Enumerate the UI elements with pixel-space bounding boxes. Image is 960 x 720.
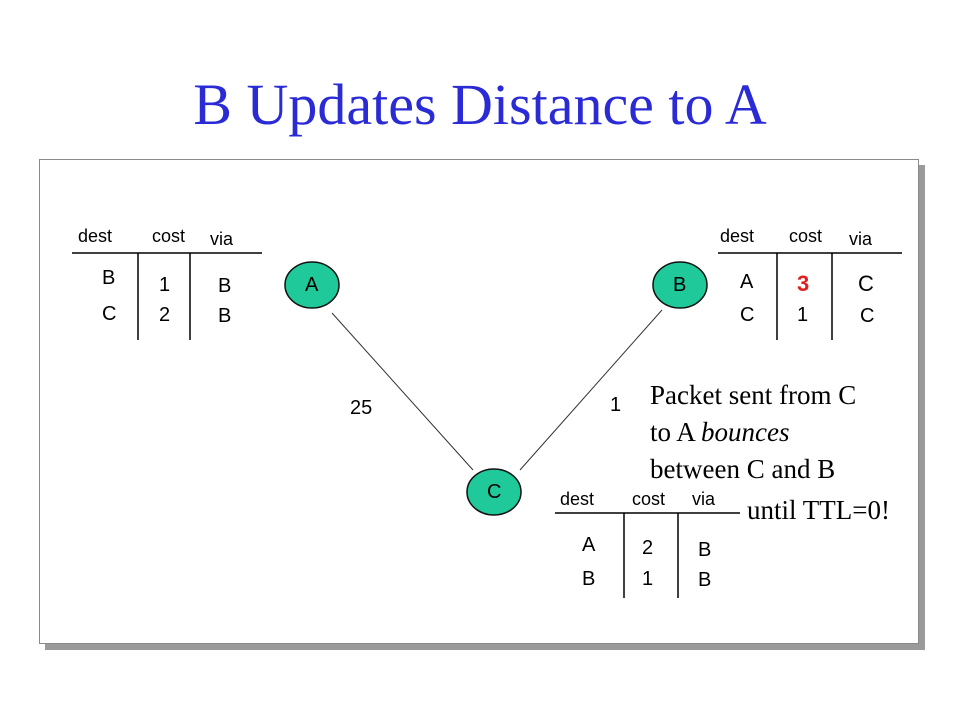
table-b-header-via: via [849, 229, 873, 249]
table-b-r1-dest: A [740, 271, 754, 293]
edge-b-c [519, 309, 663, 471]
table-c-r2-cost: 1 [642, 568, 654, 590]
table-b-r2-via: C [860, 305, 875, 327]
table-a-r1-cost: 1 [159, 274, 171, 296]
node-c-circle [466, 468, 522, 516]
table-a-r1-via: B [218, 275, 232, 297]
annotation-line-3: between C and B [650, 454, 836, 484]
table-b-header-dest: dest [720, 226, 755, 246]
table-a-r2-cost: 2 [159, 304, 171, 326]
node-b-label: B [673, 274, 687, 296]
node-c-label: C [487, 481, 502, 503]
node-b-circle [652, 261, 708, 309]
table-c-r2-via: B [698, 569, 712, 591]
table-b-r2-cost: 1 [797, 304, 809, 326]
table-b-r2-dest: C [740, 304, 755, 326]
edge-b-c-cost: 1 [610, 394, 622, 416]
edge-a-c [331, 312, 474, 471]
table-c-r1-via: B [698, 539, 712, 561]
table-a-r1-dest: B [102, 267, 116, 289]
page-title: B Updates Distance to A [193, 72, 767, 137]
table-c-r1-dest: A [582, 534, 596, 556]
table-c-r1-cost: 2 [642, 537, 654, 559]
edge-a-c-cost: 25 [350, 397, 373, 419]
annotation-line-2-text: to A [650, 417, 702, 447]
table-a-r2-dest: C [102, 303, 117, 325]
table-b-header-cost: cost [789, 226, 823, 246]
table-a-header-cost: cost [152, 226, 186, 246]
node-a-label: A [305, 274, 319, 296]
annotation-line-2: to A bounces [650, 419, 790, 446]
node-a-circle [284, 261, 340, 309]
annotation-bounces-emphasis: bounces [701, 417, 790, 447]
annotation-line-1: Packet sent from C [650, 380, 857, 410]
table-a-header-via: via [210, 229, 234, 249]
table-c-header-via: via [692, 489, 716, 509]
table-b-r1-via: C [858, 271, 874, 296]
table-a-header-dest: dest [78, 226, 113, 246]
table-c-header-dest: dest [560, 489, 595, 509]
diagram-panel [39, 159, 919, 644]
table-b-r1-cost-updated: 3 [797, 271, 810, 296]
table-c-r2-dest: B [582, 568, 596, 590]
table-a-r2-via: B [218, 305, 232, 327]
annotation-line-4: until TTL=0! [747, 495, 890, 525]
table-c-header-cost: cost [632, 489, 666, 509]
